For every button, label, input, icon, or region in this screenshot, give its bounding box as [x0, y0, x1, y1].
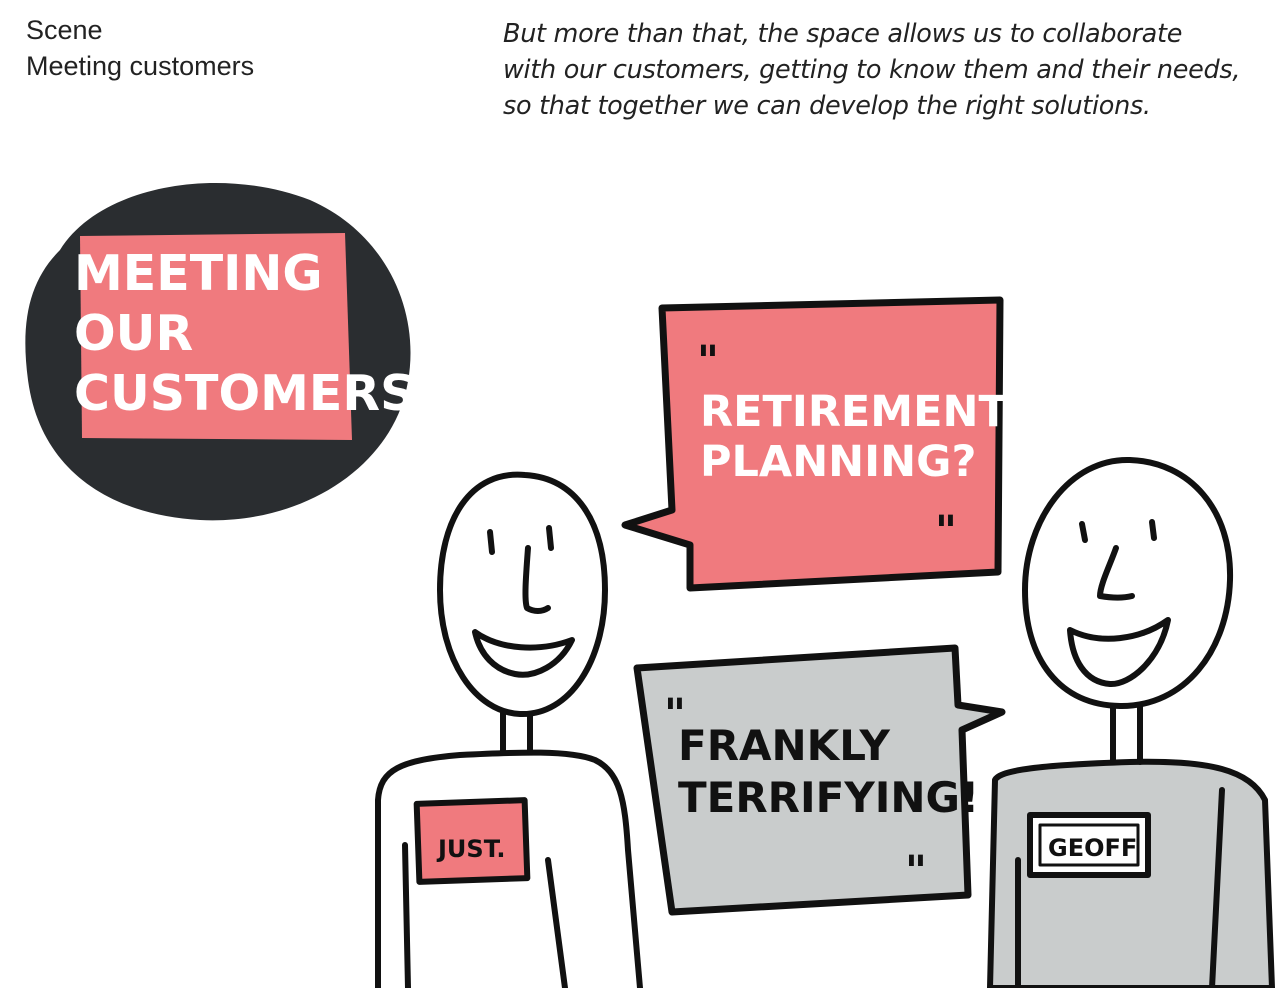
- bubble-top-line-2: PLANNING?: [700, 437, 976, 487]
- bubble-bottom-open-quote: ": [664, 689, 686, 738]
- title-line-2: OUR: [74, 305, 193, 362]
- svg-text:FRANKLY TERRIFYING!: FRANKLY TERRIFYING!: [678, 721, 979, 822]
- caption-line-3: so that together we can develop the righ…: [503, 91, 1151, 121]
- scene-title: Meeting customers: [26, 51, 255, 81]
- bubble-top-line-1: RETIREMENT: [700, 387, 1008, 437]
- person-left: [375, 471, 643, 988]
- person-right: [987, 456, 1275, 988]
- right-nose: [1097, 545, 1135, 601]
- left-neck: [500, 705, 533, 755]
- scene-label: Scene: [26, 15, 103, 45]
- speech-bubble-top: " RETIREMENT PLANNING? ": [621, 296, 1023, 592]
- right-eye-left: [1079, 521, 1088, 543]
- title-blob: MEETING OUR CUSTOMERS: [25, 182, 415, 521]
- bubble-top-shape: [621, 296, 1004, 592]
- left-nose: [522, 545, 551, 614]
- bubble-bottom-shape: [633, 644, 1006, 916]
- speech-bubble-bottom: " FRANKLY TERRIFYING! ": [633, 644, 1006, 916]
- bubble-bottom-line-2: TERRIFYING!: [678, 773, 979, 822]
- right-eye-right: [1149, 519, 1157, 541]
- title-line-3: CUSTOMERS: [74, 365, 415, 422]
- title-line-1: MEETING: [74, 245, 323, 302]
- left-arm-right: [545, 857, 568, 988]
- caption: But more than that, the space allows us …: [503, 16, 1263, 124]
- right-arm: [1209, 787, 1225, 988]
- svg-text:RETIREMENT PLANNING?: RETIREMENT PLANNING?: [700, 387, 1023, 487]
- left-eye-right: [546, 525, 554, 551]
- left-mouth: [472, 629, 575, 678]
- badge-just-label: JUST.: [436, 835, 506, 863]
- left-arm-left: [402, 842, 411, 988]
- badge-just: [413, 797, 531, 885]
- badge-geoff-inner: [1038, 823, 1140, 867]
- bubble-bottom-close-quote: ": [905, 846, 927, 895]
- svg-text:MEETING OUR CUSTOM: MEETING OUR CUSTOMERS: [74, 245, 415, 422]
- caption-line-2: with our customers, getting to know them…: [503, 55, 1241, 85]
- left-eye-left: [487, 529, 495, 555]
- caption-line-1: But more than that, the space allows us …: [503, 19, 1183, 49]
- scene-label-block: Scene Meeting customers: [26, 12, 254, 84]
- bubble-top-close-quote: ": [935, 506, 957, 555]
- right-mouth: [1067, 617, 1171, 687]
- pink-title-patch: [80, 233, 352, 440]
- bubble-top-open-quote: ": [697, 336, 719, 385]
- badge-geoff-label: GEOFF: [1048, 834, 1137, 862]
- bubble-bottom-line-1: FRANKLY: [678, 721, 890, 770]
